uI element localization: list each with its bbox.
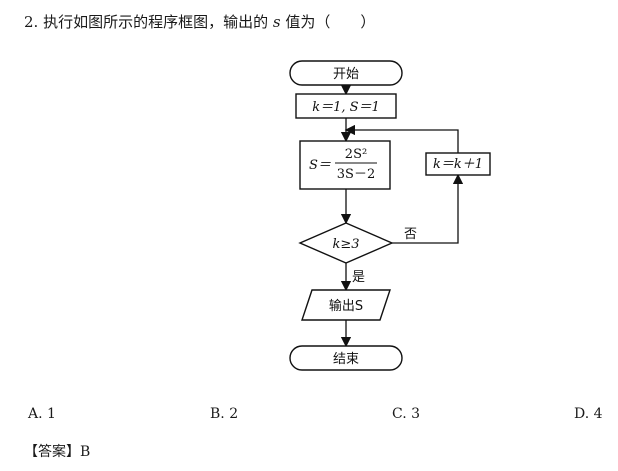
output-node [301, 289, 391, 321]
process-denominator: 3S－2 [337, 167, 375, 182]
question-number: 2. [24, 13, 39, 31]
decision-label: k≥3 [332, 237, 359, 252]
answer-line: 【答案】B [24, 444, 91, 460]
output-label: 输出S [329, 298, 363, 314]
start-label: 开始 [333, 67, 359, 82]
option-a[interactable]: A. 1 [28, 406, 56, 422]
yes-label: 是 [352, 270, 365, 285]
end-node [289, 345, 403, 371]
process-node [299, 140, 391, 190]
flowchart: 开始 k＝1, S＝1 S＝ 2S² 3S－2 k≥3 否 k＝k＋1 是 输出… [289, 60, 491, 371]
no-label: 否 [404, 227, 417, 242]
question-variable: s [272, 13, 281, 31]
arrow-no-branch [392, 173, 464, 244]
question-text-after: 值为（ ） [285, 13, 376, 31]
increment-label: k＝k＋1 [433, 157, 483, 172]
arrow-loop-back [344, 124, 459, 153]
question-text-before: 执行如图所示的程序框图，输出的 [43, 13, 269, 31]
question-stem: 2. 执行如图所示的程序框图，输出的 s 值为（ ） [24, 11, 375, 32]
process-lhs: S＝ [309, 158, 331, 173]
option-d[interactable]: D. 4 [574, 406, 603, 422]
option-c[interactable]: C. 3 [392, 406, 421, 422]
process-numerator: 2S² [345, 147, 367, 162]
init-label: k＝1, S＝1 [312, 100, 380, 115]
end-label: 结束 [333, 352, 359, 367]
option-b[interactable]: B. 2 [210, 406, 239, 422]
